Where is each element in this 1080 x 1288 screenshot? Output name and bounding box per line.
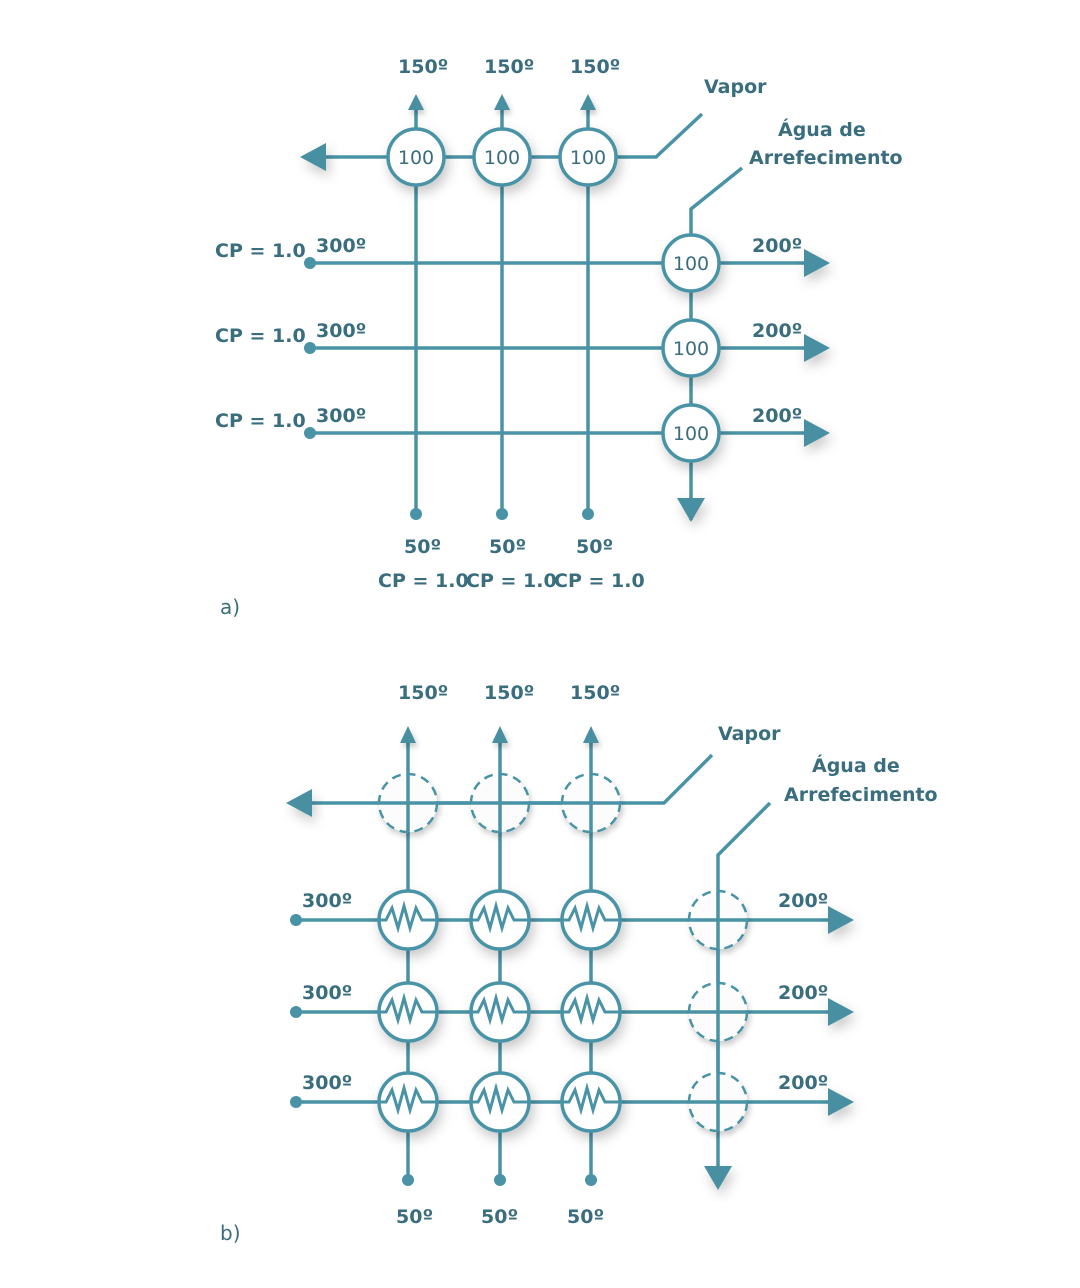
steam-heater-node (472, 127, 532, 187)
cold-inlet-temp-a-1: 50º (404, 536, 441, 558)
steam-node-duty-3: 100 (570, 147, 606, 169)
resistor-zigzag-icon (380, 900, 436, 934)
left-arrow-icon (300, 143, 326, 171)
hot-inlet-dot (290, 1006, 302, 1018)
up-arrow-icon (494, 94, 510, 110)
top-outlet-temp-b-3: 150º (570, 682, 620, 704)
cold-inlet-dot (494, 1174, 506, 1186)
top-outlet-temp-a-1: 150º (398, 56, 448, 78)
hot-inlet-dot (304, 427, 316, 439)
cooler-node-duty-1: 100 (673, 253, 709, 275)
up-arrow-icon (408, 94, 424, 110)
cold-inlet-temp-a-3: 50º (576, 536, 613, 558)
cold-cp-a-1: CP = 1.0 (378, 570, 469, 592)
cooler-node (661, 233, 721, 293)
cooling-water-label-b-2: Arrefecimento (784, 784, 938, 806)
resistor-zigzag-icon (563, 1082, 619, 1116)
right-arrow-icon (804, 419, 830, 447)
hot-cp-a-1: CP = 1.0 (215, 240, 306, 262)
hot-outlet-temp-a-1: 200º (752, 235, 802, 257)
hot-inlet-temp-b-2: 300º (302, 982, 352, 1004)
heat-exchanger-node (377, 981, 439, 1043)
cold-inlet-dot (582, 508, 594, 520)
cooling-water-label-b-1: Água de (812, 754, 900, 777)
cold-inlet-temp-b-3: 50º (567, 1206, 604, 1228)
up-arrow-icon (400, 726, 416, 743)
heat-exchanger-node (377, 1071, 439, 1133)
hot-outlet-temp-b-1: 200º (778, 890, 828, 912)
top-outlet-temp-a-2: 150º (484, 56, 534, 78)
heat-exchanger-node (560, 1071, 622, 1133)
panel-label-a: a) (220, 595, 240, 619)
hot-outlet-temp-a-2: 200º (752, 320, 802, 342)
hot-cp-a-3: CP = 1.0 (215, 410, 306, 432)
cold-cp-a-3: CP = 1.0 (554, 570, 645, 592)
diagram-b: 150º 150º 150º Vapor Água de Arrefecimen… (220, 682, 938, 1245)
right-arrow-icon (804, 249, 830, 277)
cold-inlet-temp-a-2: 50º (489, 536, 526, 558)
hot-outlet-temp-a-3: 200º (752, 405, 802, 427)
cold-inlet-dot (410, 508, 422, 520)
cooler-node-duty-2: 100 (673, 338, 709, 360)
resistor-zigzag-icon (472, 992, 528, 1026)
cooler-node (661, 318, 721, 378)
steam-heater-node (386, 127, 446, 187)
heat-exchanger-node (469, 889, 531, 951)
cooling-water-label-a-2: Arrefecimento (749, 147, 903, 169)
right-arrow-icon (828, 998, 854, 1026)
right-arrow-icon (828, 906, 854, 934)
hot-inlet-temp-a-3: 300º (316, 405, 366, 427)
steam-label-a: Vapor (704, 76, 767, 98)
top-outlet-temp-b-1: 150º (398, 682, 448, 704)
hot-inlet-dot (290, 1096, 302, 1108)
steam-heater-node (558, 127, 618, 187)
right-arrow-icon (804, 334, 830, 362)
up-arrow-icon (492, 726, 508, 743)
steam-node-duty-2: 100 (484, 147, 520, 169)
top-outlet-temp-a-3: 150º (570, 56, 620, 78)
diagram-a: 150º 150º 150º Vapor Água de Arrefecimen… (215, 56, 903, 619)
resistor-zigzag-icon (472, 1082, 528, 1116)
hot-outlet-temp-b-3: 200º (778, 1072, 828, 1094)
left-arrow-icon (286, 789, 312, 817)
top-outlet-temp-b-2: 150º (484, 682, 534, 704)
cooler-node (661, 403, 721, 463)
hot-inlet-temp-b-3: 300º (302, 1072, 352, 1094)
up-arrow-icon (583, 726, 599, 743)
resistor-zigzag-icon (472, 900, 528, 934)
steam-label-b: Vapor (718, 723, 781, 745)
heat-exchanger-node (560, 981, 622, 1043)
heat-exchanger-node (469, 1071, 531, 1133)
cooler-node-duty-3: 100 (673, 423, 709, 445)
hot-inlet-temp-b-1: 300º (302, 890, 352, 912)
hot-inlet-temp-a-1: 300º (316, 235, 366, 257)
up-arrow-icon (580, 94, 596, 110)
cold-inlet-dot (402, 1174, 414, 1186)
hot-inlet-temp-a-2: 300º (316, 320, 366, 342)
cold-inlet-dot (496, 508, 508, 520)
down-arrow-icon (704, 1166, 732, 1190)
heat-exchanger-node (377, 889, 439, 951)
hot-inlet-dot (304, 342, 316, 354)
resistor-zigzag-icon (380, 1082, 436, 1116)
heat-exchanger-node (560, 889, 622, 951)
hot-inlet-dot (304, 257, 316, 269)
cold-inlet-dot (585, 1174, 597, 1186)
cold-inlet-temp-b-2: 50º (481, 1206, 518, 1228)
cold-inlet-temp-b-1: 50º (396, 1206, 433, 1228)
hot-cp-a-2: CP = 1.0 (215, 325, 306, 347)
steam-node-duty-1: 100 (398, 147, 434, 169)
right-arrow-icon (828, 1088, 854, 1116)
hot-outlet-temp-b-2: 200º (778, 982, 828, 1004)
down-arrow-icon (677, 498, 705, 522)
resistor-zigzag-icon (380, 992, 436, 1026)
hot-inlet-dot (290, 914, 302, 926)
cold-cp-a-2: CP = 1.0 (466, 570, 557, 592)
heat-exchanger-node (469, 981, 531, 1043)
resistor-zigzag-icon (563, 900, 619, 934)
resistor-zigzag-icon (563, 992, 619, 1026)
panel-label-b: b) (220, 1221, 241, 1245)
cooling-water-label-a-1: Água de (778, 118, 866, 141)
